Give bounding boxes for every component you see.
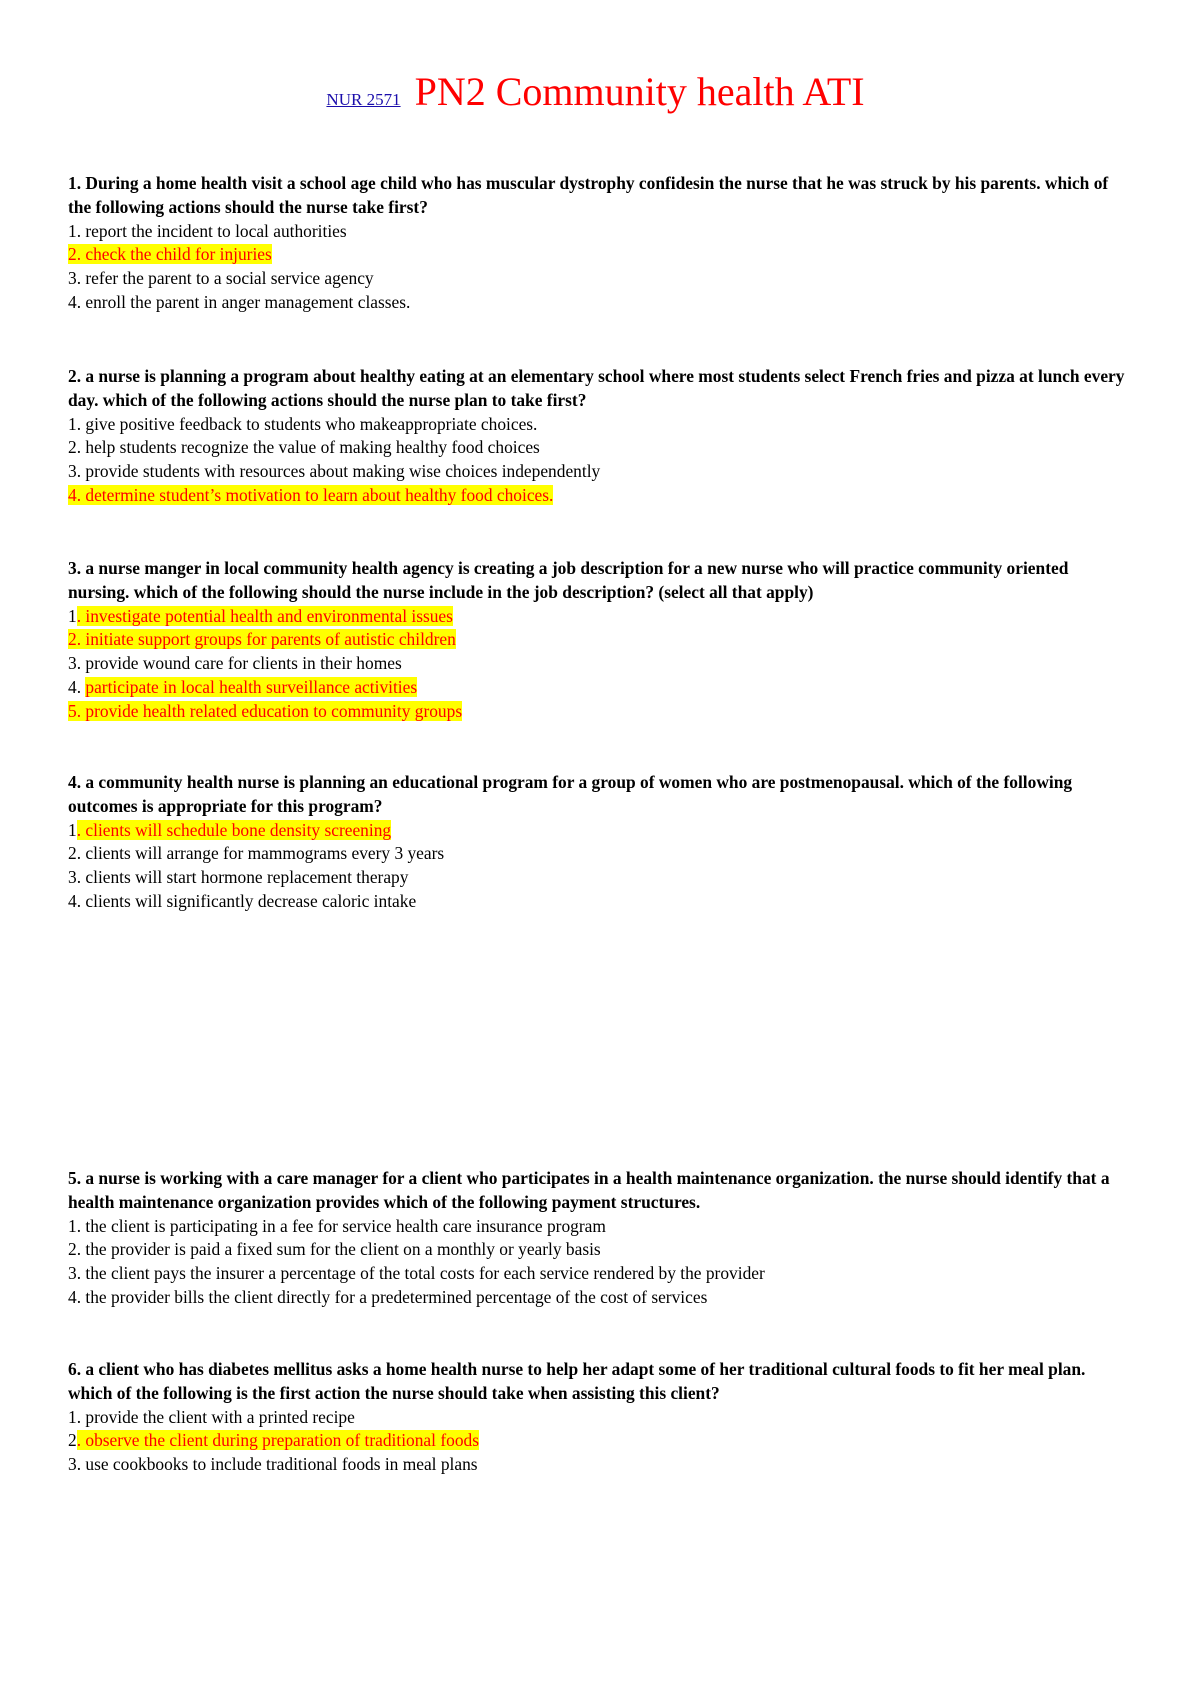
answer-option: 2. the provider is paid a fixed sum for …	[68, 1238, 1128, 1262]
option-number: 4.	[68, 484, 86, 505]
option-number: 3.	[68, 1454, 86, 1475]
option-text: . investigate potential health and envir…	[76, 605, 453, 626]
option-number: 5.	[68, 700, 86, 721]
answer-option: 4. clients will significantly decrease c…	[68, 890, 1128, 914]
option-number: 2.	[68, 629, 86, 650]
option-number: 1	[68, 605, 77, 626]
option-number: 2	[68, 1430, 77, 1451]
option-text: the client is participating in a fee for…	[85, 1215, 606, 1236]
question-stem: 4. a community health nurse is planning …	[68, 772, 1073, 816]
option-text: clients will arrange for mammograms ever…	[85, 843, 445, 864]
option-number: 1.	[68, 413, 86, 434]
answer-option: 1. clients will schedule bone density sc…	[68, 819, 1128, 843]
option-text: help students recognize the value of mak…	[85, 437, 540, 458]
question-block: 6. a client who has diabetes mellitus as…	[68, 1358, 1128, 1477]
option-text: . observe the client during preparation …	[76, 1430, 479, 1451]
answer-option: 3. refer the parent to a social service …	[68, 267, 1128, 291]
question-block: 4. a community health nurse is planning …	[68, 771, 1128, 914]
answer-option: 2. initiate support groups for parents o…	[68, 628, 1128, 652]
option-text: clients will start hormone replacement t…	[85, 867, 409, 888]
answer-option: 1. give positive feedback to students wh…	[68, 413, 1128, 437]
option-number: 3.	[68, 461, 86, 482]
option-number: 2.	[68, 437, 86, 458]
option-text: report the incident to local authorities	[85, 220, 347, 241]
option-number: 2.	[68, 1239, 86, 1260]
option-number: 3.	[68, 268, 86, 289]
option-text: refer the parent to a social service age…	[85, 268, 374, 289]
answer-option: 4. enroll the parent in anger management…	[68, 291, 1128, 315]
option-text: clients will significantly decrease calo…	[85, 890, 417, 911]
option-text: provide students with resources about ma…	[85, 461, 601, 482]
option-text: the provider bills the client directly f…	[85, 1286, 708, 1307]
question-stem: 5. a nurse is working with a care manage…	[68, 1168, 1110, 1212]
option-number: 1.	[68, 1215, 86, 1236]
answer-option: 1. the client is participating in a fee …	[68, 1215, 1128, 1239]
option-text: give positive feedback to students who m…	[85, 413, 538, 434]
option-text: participate in local health surveillance…	[85, 676, 418, 697]
question-stem: 3. a nurse manger in local community hea…	[68, 558, 1069, 602]
answer-option: 3. provide students with resources about…	[68, 460, 1128, 484]
answer-option: 1. provide the client with a printed rec…	[68, 1406, 1128, 1430]
option-number: 4.	[68, 676, 86, 697]
option-text: enroll the parent in anger management cl…	[85, 291, 411, 312]
option-number: 1	[68, 819, 77, 840]
option-text: the provider is paid a fixed sum for the…	[85, 1239, 601, 1260]
answer-option: 2. observe the client during preparation…	[68, 1429, 1128, 1453]
answer-option: 1. investigate potential health and envi…	[68, 605, 1128, 629]
course-code-link[interactable]: NUR 2571	[326, 90, 401, 109]
option-text: provide wound care for clients in their …	[85, 653, 402, 674]
option-text: . clients will schedule bone density scr…	[76, 819, 392, 840]
option-number: 4.	[68, 1286, 86, 1307]
answer-option: 3. clients will start hormone replacemen…	[68, 866, 1128, 890]
option-number: 1.	[68, 1406, 86, 1427]
document-header: NUR 2571 PN2 Community health ATI	[0, 68, 1191, 115]
option-number: 2.	[68, 244, 86, 265]
document-title: PN2 Community health ATI	[414, 69, 865, 114]
option-text: initiate support groups for parents of a…	[85, 629, 456, 650]
question-block: 5. a nurse is working with a care manage…	[68, 1167, 1128, 1310]
option-number: 4.	[68, 291, 86, 312]
option-number: 3.	[68, 867, 86, 888]
answer-option: 4. determine student’s motivation to lea…	[68, 484, 1128, 508]
answer-option: 2. clients will arrange for mammograms e…	[68, 842, 1128, 866]
question-block: 1. During a home health visit a school a…	[68, 172, 1128, 315]
question-stem: 1. During a home health visit a school a…	[68, 173, 1109, 217]
option-text: determine student’s motivation to learn …	[85, 484, 554, 505]
option-number: 2.	[68, 843, 86, 864]
question-block: 2. a nurse is planning a program about h…	[68, 365, 1128, 508]
option-number: 1.	[68, 220, 86, 241]
answer-option: 5. provide health related education to c…	[68, 700, 1128, 724]
question-block: 3. a nurse manger in local community hea…	[68, 557, 1128, 724]
option-number: 4.	[68, 890, 86, 911]
option-text: the client pays the insurer a percentage…	[85, 1263, 765, 1284]
answer-option: 3. use cookbooks to include traditional …	[68, 1453, 1128, 1477]
answer-option: 1. report the incident to local authorit…	[68, 220, 1128, 244]
option-text: use cookbooks to include traditional foo…	[85, 1454, 478, 1475]
answer-option: 2. check the child for injuries	[68, 243, 1128, 267]
answer-option: 4. participate in local health surveilla…	[68, 676, 1128, 700]
option-number: 3.	[68, 1263, 86, 1284]
question-stem: 6. a client who has diabetes mellitus as…	[68, 1359, 1086, 1403]
question-stem: 2. a nurse is planning a program about h…	[68, 366, 1125, 410]
option-text: provide the client with a printed recipe	[85, 1406, 355, 1427]
answer-option: 3. provide wound care for clients in the…	[68, 652, 1128, 676]
answer-option: 2. help students recognize the value of …	[68, 436, 1128, 460]
option-number: 3.	[68, 653, 86, 674]
answer-option: 3. the client pays the insurer a percent…	[68, 1262, 1128, 1286]
answer-option: 4. the provider bills the client directl…	[68, 1286, 1128, 1310]
option-text: check the child for injuries	[85, 244, 272, 265]
option-text: provide health related education to comm…	[85, 700, 463, 721]
